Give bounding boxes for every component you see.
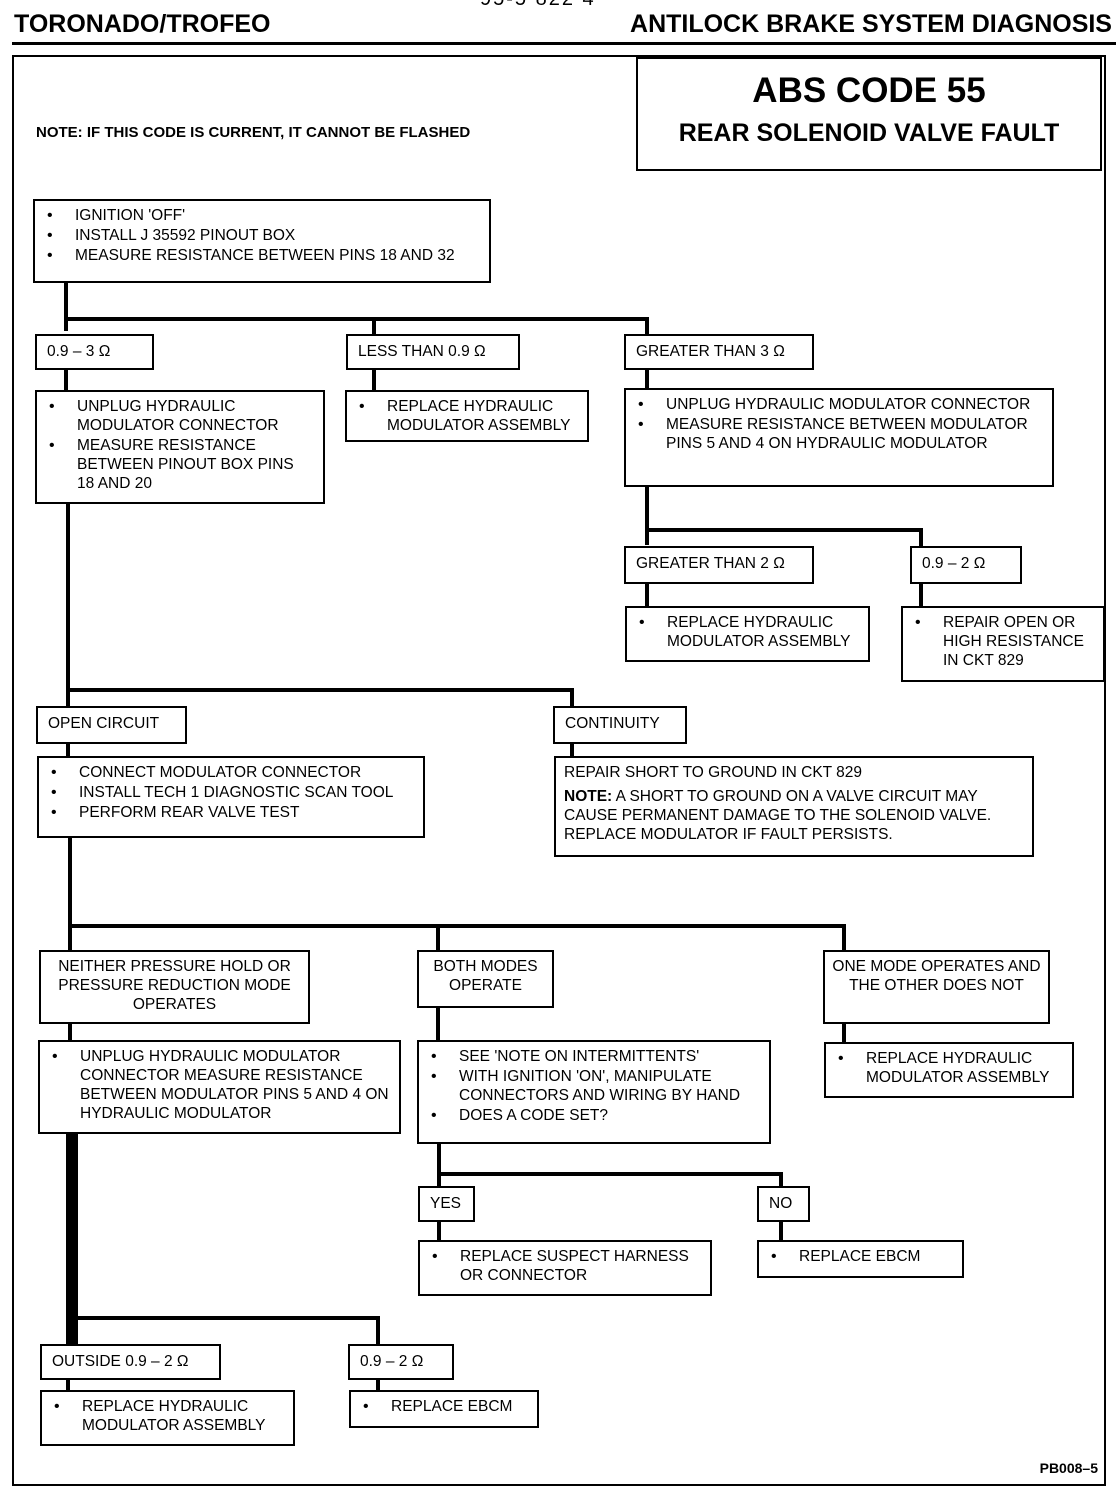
connector [779, 1220, 783, 1242]
sub-a-step-box: REPLACE HYDRAULIC MODULATOR ASSEMBLY [625, 606, 870, 662]
result-label-outside-0.9-2: OUTSIDE 0.9 – 2 Ω [40, 1344, 221, 1380]
connector [645, 317, 649, 337]
step-item: REPLACE HYDRAULIC MODULATOR ASSEMBLY [834, 1049, 1064, 1087]
connector [645, 528, 923, 532]
diagram-frame [12, 55, 1106, 1486]
open-circuit-step-box: CONNECT MODULATOR CONNECTOR INSTALL TECH… [37, 756, 425, 838]
code-title-box: ABS CODE 55 REAR SOLENOID VALVE FAULT [636, 57, 1102, 171]
connector [64, 281, 68, 331]
outside-step-box: REPLACE HYDRAULIC MODULATOR ASSEMBLY [40, 1390, 295, 1446]
step-item: INSTALL TECH 1 DIAGNOSTIC SCAN TOOL [47, 783, 415, 802]
connector [68, 836, 72, 952]
connector [64, 317, 649, 321]
result-label-open-circuit: OPEN CIRCUIT [36, 706, 187, 744]
connector [437, 1172, 783, 1176]
connector [68, 1022, 72, 1042]
step-item: CONNECT MODULATOR CONNECTOR [47, 763, 415, 782]
result-label-yes: YES [418, 1186, 475, 1222]
header-model: TORONADO/TROFEO [14, 10, 271, 38]
step-item: WITH IGNITION 'ON', MANIPULATE CONNECTOR… [427, 1067, 761, 1105]
step-item: REPAIR OPEN OR HIGH RESISTANCE IN CKT 82… [911, 613, 1095, 670]
step-item: INSTALL J 35592 PINOUT BOX [43, 226, 481, 245]
connector [919, 528, 923, 548]
connector [570, 742, 574, 758]
connector [376, 1316, 380, 1346]
connector [645, 485, 649, 545]
one-mode-step-box: REPLACE HYDRAULIC MODULATOR ASSEMBLY [824, 1042, 1074, 1098]
connector [437, 1142, 441, 1188]
connector [66, 742, 70, 758]
result-label-continuity: CONTINUITY [553, 706, 687, 744]
step-item: SEE 'NOTE ON INTERMITTENTS' [427, 1047, 761, 1066]
note-text: A SHORT TO GROUND ON A VALVE CIRCUIT MAY… [564, 788, 992, 843]
step-item: IGNITION 'OFF' [43, 206, 481, 225]
page-number: 95-5 822 4 [480, 0, 596, 11]
result-label-0.9-3: 0.9 – 3 Ω [35, 334, 154, 370]
step-item: MEASURE RESISTANCE BETWEEN PINS 18 AND 3… [43, 246, 481, 265]
connector [842, 924, 846, 952]
step-item: PERFORM REAR VALVE TEST [47, 803, 415, 822]
both-step-box: SEE 'NOTE ON INTERMITTENTS' WITH IGNITIO… [417, 1040, 771, 1144]
step-item: UNPLUG HYDRAULIC MODULATOR CONNECTOR [634, 395, 1044, 414]
branch1-step-box: UNPLUG HYDRAULIC MODULATOR CONNECTOR MEA… [35, 390, 325, 504]
start-step-box: IGNITION 'OFF' INSTALL J 35592 PINOUT BO… [33, 199, 491, 283]
step-item: REPLACE HYDRAULIC MODULATOR ASSEMBLY [50, 1397, 285, 1435]
step-item: UNPLUG HYDRAULIC MODULATOR CONNECTOR MEA… [48, 1047, 391, 1123]
continuity-step-box: REPAIR SHORT TO GROUND IN CKT 829 NOTE: … [554, 756, 1034, 857]
connector [570, 688, 574, 708]
inside-step-box: REPLACE EBCM [349, 1390, 539, 1428]
result-label-less-than-0.9: LESS THAN 0.9 Ω [346, 334, 520, 370]
connector [66, 1132, 78, 1346]
result-label-greater-than-2: GREATER THAN 2 Ω [624, 546, 814, 584]
result-label-0.9-2: 0.9 – 2 Ω [910, 546, 1022, 584]
branch3-step-box: UNPLUG HYDRAULIC MODULATOR CONNECTOR MEA… [624, 388, 1054, 487]
step-item: MEASURE RESISTANCE BETWEEN PINOUT BOX PI… [45, 436, 315, 493]
connector [779, 1172, 783, 1188]
connector [842, 1022, 846, 1042]
connector [645, 368, 649, 392]
step-item: REPLACE HYDRAULIC MODULATOR ASSEMBLY [635, 613, 860, 651]
sub-b-step-box: REPAIR OPEN OR HIGH RESISTANCE IN CKT 82… [901, 606, 1105, 682]
header-rule [12, 42, 1116, 45]
connector [376, 1378, 380, 1392]
code-title: ABS CODE 55 [752, 71, 986, 110]
header-section: ANTILOCK BRAKE SYSTEM DIAGNOSIS [630, 10, 1112, 38]
branch2-step-box: REPLACE HYDRAULIC MODULATOR ASSEMBLY [345, 390, 589, 442]
result-label-one-mode: ONE MODE OPERATES AND THE OTHER DOES NOT [823, 950, 1050, 1024]
connector [437, 1220, 441, 1242]
step-item: REPLACE SUSPECT HARNESS OR CONNECTOR [428, 1247, 702, 1285]
step-item: MEASURE RESISTANCE BETWEEN MODULATOR PIN… [634, 415, 1044, 453]
figure-code: PB008–5 [1039, 1460, 1098, 1476]
connector [64, 368, 68, 392]
connector [66, 1316, 380, 1320]
connector [372, 317, 376, 337]
result-label-greater-than-3: GREATER THAN 3 Ω [624, 334, 814, 370]
connector [919, 582, 923, 608]
yes-step-box: REPLACE SUSPECT HARNESS OR CONNECTOR [418, 1240, 712, 1296]
continuity-note: NOTE: A SHORT TO GROUND ON A VALVE CIRCU… [564, 787, 1024, 844]
repair-short-text: REPAIR SHORT TO GROUND IN CKT 829 [564, 764, 863, 781]
connector [436, 924, 440, 952]
step-item: REPLACE EBCM [359, 1397, 529, 1416]
connector [68, 924, 846, 928]
step-item: REPLACE EBCM [767, 1247, 954, 1266]
code-subtitle: REAR SOLENOID VALVE FAULT [678, 119, 1060, 147]
result-label-neither-mode: NEITHER PRESSURE HOLD OR PRESSURE REDUCT… [39, 950, 310, 1024]
connector [66, 1378, 70, 1392]
connector [372, 368, 376, 392]
neither-step-box: UNPLUG HYDRAULIC MODULATOR CONNECTOR MEA… [38, 1040, 401, 1134]
step-item: REPLACE HYDRAULIC MODULATOR ASSEMBLY [355, 397, 579, 435]
connector [436, 1006, 440, 1042]
connector [645, 582, 649, 608]
result-label-no: NO [757, 1186, 810, 1222]
result-label-inside-0.9-2: 0.9 – 2 Ω [348, 1344, 454, 1380]
connector [66, 502, 70, 708]
no-step-box: REPLACE EBCM [757, 1240, 964, 1278]
step-item: DOES A CODE SET? [427, 1106, 761, 1125]
step-item: UNPLUG HYDRAULIC MODULATOR CONNECTOR [45, 397, 315, 435]
result-label-both-modes: BOTH MODES OPERATE [417, 950, 554, 1008]
connector [66, 688, 574, 692]
flash-note: NOTE: IF THIS CODE IS CURRENT, IT CANNOT… [36, 124, 471, 141]
note-label: NOTE: [564, 788, 613, 805]
